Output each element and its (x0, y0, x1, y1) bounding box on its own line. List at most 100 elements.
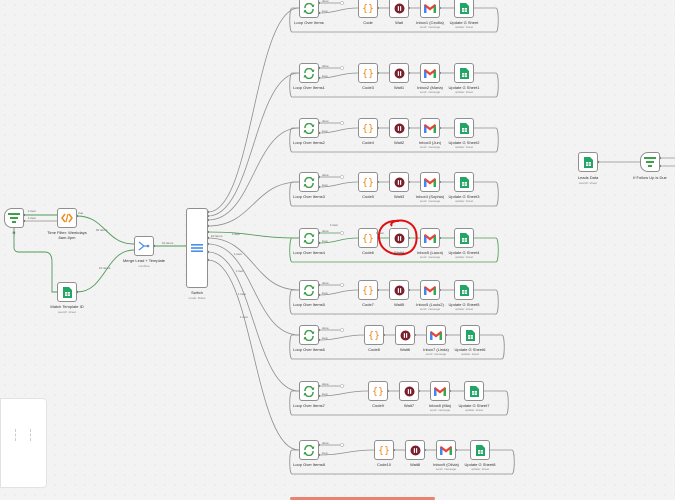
minimap-panel[interactable] (0, 398, 47, 488)
node-label: Code (363, 20, 373, 25)
connection-edge[interactable] (289, 334, 505, 360)
sheet-node-8[interactable] (464, 381, 484, 401)
connection-edge[interactable] (318, 127, 359, 134)
node-leads-data[interactable] (578, 152, 598, 172)
connection-edge[interactable] (318, 181, 359, 188)
code-node-9[interactable]: {} (374, 440, 394, 460)
node-switch[interactable] (186, 208, 208, 288)
connection-edge[interactable] (289, 449, 515, 475)
connection-edge[interactable] (318, 7, 359, 14)
wait-node-5[interactable] (389, 228, 409, 248)
code-node-6[interactable]: {} (358, 280, 378, 300)
wait-node-8[interactable] (399, 381, 419, 401)
node-label: Loop Over Items7 (293, 403, 325, 408)
add-node-port[interactable] (340, 1, 344, 5)
node-time-filter[interactable] (57, 208, 77, 228)
add-node-port[interactable] (340, 175, 344, 179)
wait-node-4[interactable] (389, 172, 409, 192)
gmail-node-1[interactable] (420, 0, 440, 18)
connection-edge[interactable] (289, 127, 499, 153)
add-node-port[interactable] (340, 328, 344, 332)
connection-edge[interactable] (318, 72, 359, 79)
connection-edge[interactable] (207, 259, 300, 451)
code-node-8[interactable]: {} (368, 381, 388, 401)
wait-node-6[interactable] (389, 280, 409, 300)
loop-node-9[interactable] (299, 440, 319, 460)
node-match-template[interactable] (57, 282, 77, 302)
gmail-node-6[interactable] (420, 280, 440, 300)
loop-node-4[interactable] (299, 172, 319, 192)
sheet-node-4[interactable] (454, 172, 474, 192)
connection-edge[interactable] (207, 7, 300, 213)
wait-node-7[interactable] (395, 325, 415, 345)
code-node-4[interactable]: {} (358, 172, 378, 192)
code-node-2[interactable]: {} (358, 63, 378, 83)
connection-edge[interactable] (289, 72, 499, 98)
connection-edge[interactable] (289, 7, 499, 33)
gmail-node-7[interactable] (426, 325, 446, 345)
node-merge[interactable] (134, 236, 154, 256)
code-node-1[interactable]: {} (358, 0, 378, 18)
loop-node-3[interactable] (299, 118, 319, 138)
sheet-node-7[interactable] (460, 325, 480, 345)
gmail-node-2[interactable] (420, 63, 440, 83)
node-trigger[interactable] (4, 208, 24, 228)
sheet-node-5[interactable] (454, 228, 474, 248)
connection-edge[interactable] (318, 449, 375, 456)
connection-edge[interactable] (76, 249, 135, 293)
gmail-node-4[interactable] (420, 172, 440, 192)
connection-edge[interactable] (289, 289, 499, 315)
svg-text:{}: {} (362, 286, 374, 296)
wait-icon (400, 330, 411, 341)
connection-edge[interactable] (207, 181, 300, 227)
connection-edge[interactable] (207, 72, 300, 217)
wait-node-9[interactable] (405, 440, 425, 460)
connection-edge[interactable] (318, 289, 359, 296)
node-followup[interactable] (640, 152, 660, 172)
connection-edge[interactable] (207, 243, 300, 336)
code-node-3[interactable]: {} (358, 118, 378, 138)
connection-edge[interactable] (207, 231, 300, 239)
connection-edge[interactable] (289, 390, 509, 416)
connection-edge[interactable] (13, 228, 57, 293)
connection-edge[interactable] (207, 251, 300, 392)
sheet-node-1[interactable] (454, 0, 474, 18)
sheet-node-9[interactable] (470, 440, 490, 460)
loop-node-7[interactable] (299, 325, 319, 345)
connection-edge[interactable] (318, 334, 365, 341)
connection-edge[interactable] (207, 237, 300, 291)
loop-node-8[interactable] (299, 381, 319, 401)
connection-edge[interactable] (289, 181, 499, 207)
connection-edge[interactable] (207, 127, 300, 221)
gmail-node-3[interactable] (420, 118, 440, 138)
wait-node-1[interactable] (389, 0, 409, 18)
add-node-port[interactable] (340, 66, 344, 70)
add-node-port[interactable] (340, 121, 344, 125)
loop-port-label: loop (322, 183, 328, 187)
loop-node-6[interactable] (299, 280, 319, 300)
gmail-icon (424, 123, 436, 133)
gmail-node-5[interactable] (420, 228, 440, 248)
node-subtitle: send: message (425, 352, 447, 356)
loop-node-1[interactable] (299, 0, 319, 18)
connection-edge[interactable] (289, 237, 499, 263)
add-node-port[interactable] (340, 384, 344, 388)
sheet-node-6[interactable] (454, 280, 474, 300)
gmail-node-9[interactable] (436, 440, 456, 460)
loop-node-5[interactable] (299, 228, 319, 248)
connection-edge[interactable] (76, 215, 135, 245)
code-node-5[interactable]: {} (358, 228, 378, 248)
sheet-node-3[interactable] (454, 118, 474, 138)
wait-node-3[interactable] (389, 118, 409, 138)
sheet-node-2[interactable] (454, 63, 474, 83)
add-node-port[interactable] (340, 443, 344, 447)
wait-node-2[interactable] (389, 63, 409, 83)
connection-edge[interactable] (318, 390, 369, 397)
add-node-port[interactable] (340, 231, 344, 235)
add-node-port[interactable] (340, 283, 344, 287)
gmail-node-8[interactable] (430, 381, 450, 401)
code-node-7[interactable]: {} (364, 325, 384, 345)
loop-node-2[interactable] (299, 63, 319, 83)
connection-edge[interactable] (318, 237, 359, 244)
